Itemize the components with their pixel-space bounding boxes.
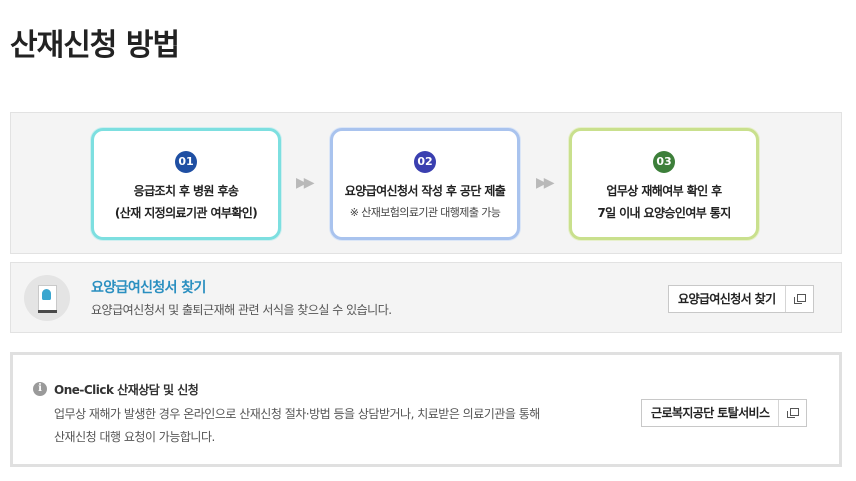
page-title: 산재신청 방법 — [10, 28, 180, 63]
info-icon: i — [33, 382, 47, 396]
find-form-title: 요양급여신청서 찾기 — [91, 280, 206, 296]
step-title: 업무상 재해여부 확인 후 — [606, 184, 722, 198]
step-number-badge: 03 — [653, 151, 675, 173]
one-click-panel: i One-Click 산재상담 및 신청 업무상 재해가 발생한 경우 온라인… — [10, 352, 842, 467]
process-steps-panel: 01 응급조치 후 병원 후송 (산재 지정의료기관 여부확인) ▶▶ 02 요… — [10, 112, 842, 254]
find-form-description: 요양급여신청서 및 출퇴근재해 관련 서식을 찾으실 수 있습니다. — [91, 303, 392, 317]
external-link-icon — [778, 400, 806, 426]
step-arrow-icon: ▶▶ — [296, 175, 314, 191]
step-note: ※ 산재보험의료기관 대행제출 가능 — [349, 206, 501, 219]
external-link-icon — [784, 286, 813, 312]
step-title: 요양급여신청서 작성 후 공단 제출 — [344, 184, 506, 198]
total-service-button[interactable]: 근로복지공단 토탈서비스 — [641, 399, 808, 427]
one-click-description-line-1: 업무상 재해가 발생한 경우 온라인으로 산재신청 절차·방법 등을 상담받거나… — [54, 407, 540, 421]
step-subtitle: 7일 이내 요양승인여부 통지 — [597, 206, 731, 220]
hand-pointer-document-icon — [24, 275, 70, 321]
step-subtitle: (산재 지정의료기관 여부확인) — [114, 206, 258, 220]
find-form-button-label: 요양급여신청서 찾기 — [678, 292, 776, 306]
one-click-description-line-2: 산재신청 대행 요청이 가능합니다. — [54, 430, 215, 444]
step-number-badge: 02 — [414, 151, 436, 173]
find-form-panel: 요양급여신청서 찾기 요양급여신청서 및 출퇴근재해 관련 서식을 찾으실 수 … — [10, 262, 842, 333]
step-card-1: 01 응급조치 후 병원 후송 (산재 지정의료기관 여부확인) — [91, 128, 281, 240]
step-number-badge: 01 — [175, 151, 197, 173]
step-card-3: 03 업무상 재해여부 확인 후 7일 이내 요양승인여부 통지 — [569, 128, 759, 240]
one-click-title: One-Click 산재상담 및 신청 — [54, 383, 199, 397]
total-service-button-label: 근로복지공단 토탈서비스 — [651, 406, 770, 420]
step-title: 응급조치 후 병원 후송 — [133, 184, 239, 198]
find-form-button[interactable]: 요양급여신청서 찾기 — [668, 285, 814, 313]
step-arrow-icon: ▶▶ — [536, 175, 554, 191]
step-card-2: 02 요양급여신청서 작성 후 공단 제출 ※ 산재보험의료기관 대행제출 가능 — [330, 128, 520, 240]
